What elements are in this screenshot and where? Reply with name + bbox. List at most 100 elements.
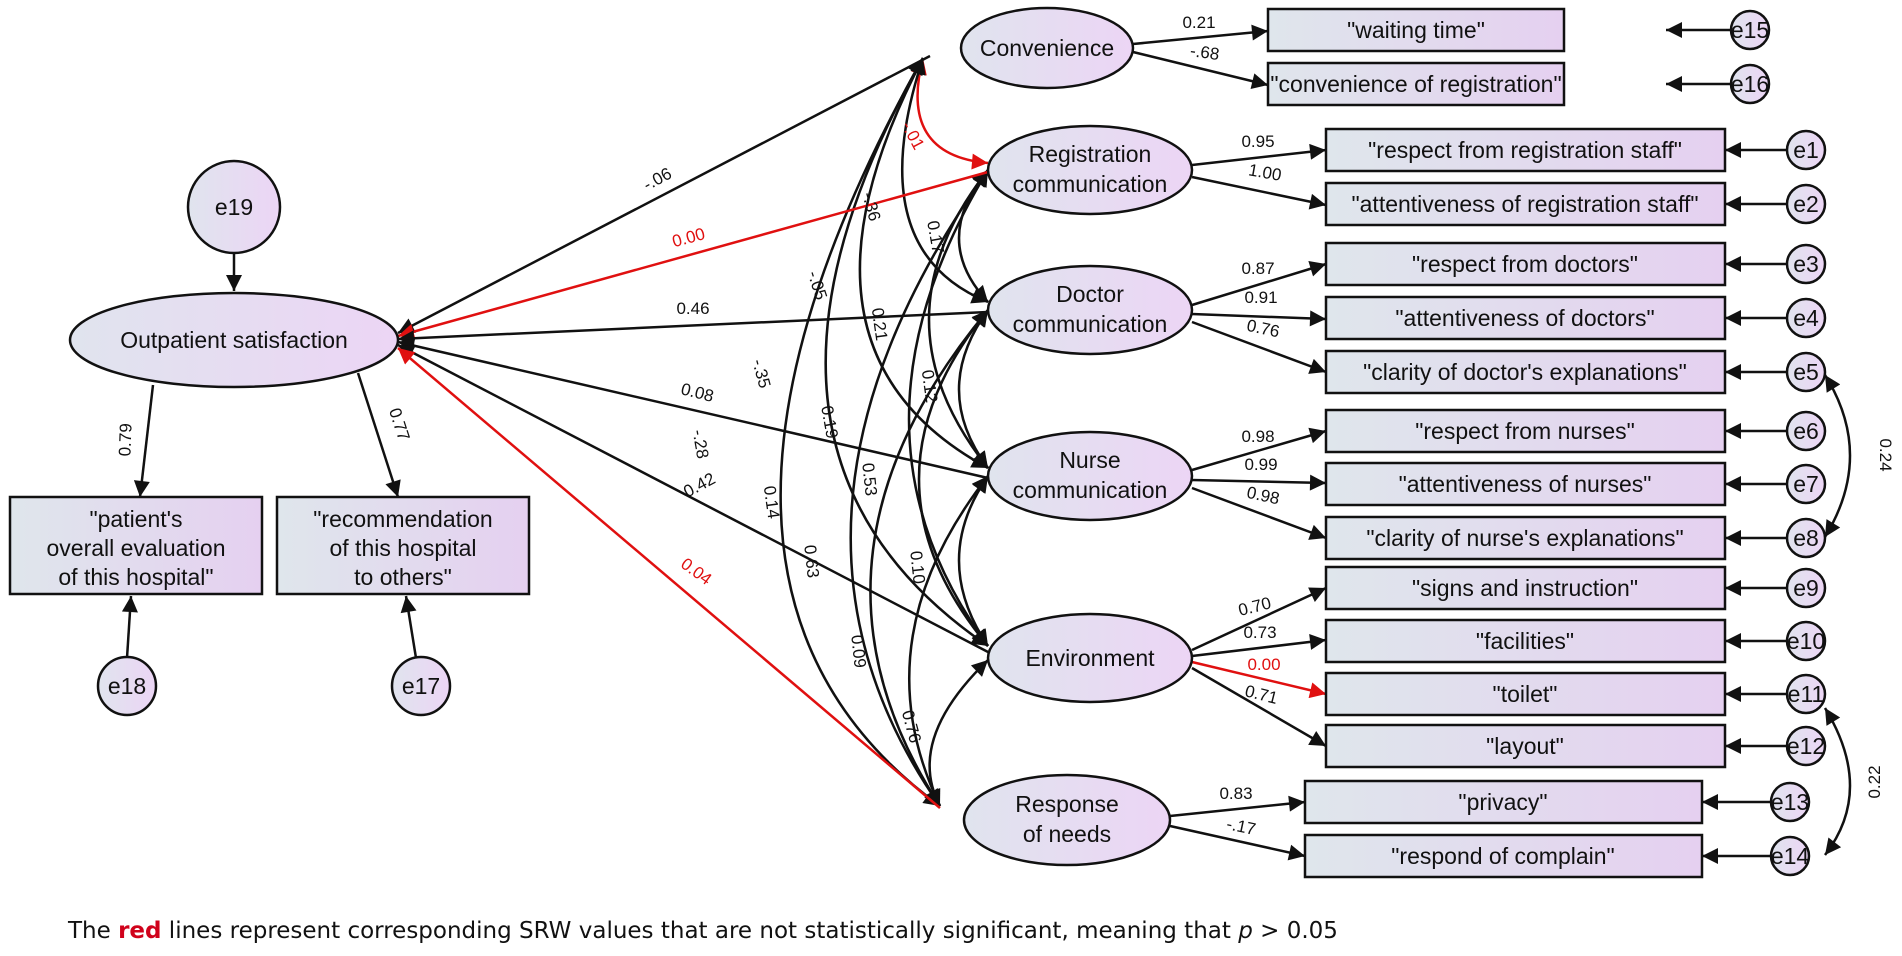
coef-corr-e11-e14: 0.22 (1865, 765, 1884, 798)
box-waiting (1266, 7, 1566, 53)
coef-corr-reg-env: 0.19 (817, 404, 841, 440)
indicator-att-doc-label: "attentiveness of doctors" (1395, 305, 1654, 331)
indicator-clar-nur-label: "clarity of nurse's explanations" (1366, 525, 1683, 551)
load-waiting (1132, 24, 1269, 46)
error-e19-label: e19 (215, 194, 253, 220)
coef-load-clar-nur: 0.98 (1245, 483, 1281, 508)
error-e4 (1785, 297, 1827, 339)
indicator-recommend-label-2: of this hospital (329, 535, 476, 561)
load-att-nur (1191, 474, 1327, 491)
load-toilet (1191, 660, 1327, 699)
coef-conv-out: -.06 (640, 164, 675, 195)
indicator-toilet-label: "toilet" (1493, 681, 1558, 707)
coef-load-resp-doc: 0.87 (1241, 259, 1274, 278)
load-clar-doc (1191, 320, 1327, 374)
corr-nur-env (957, 475, 990, 647)
coef-load-privacy: 0.83 (1219, 784, 1252, 803)
box-clar-doc (1324, 349, 1727, 395)
latent-nurse (986, 430, 1194, 522)
error-e7 (1785, 463, 1827, 505)
box-overall (8, 495, 264, 596)
path-e17-recommend (400, 595, 418, 659)
coef-corr-conv-nur: -.05 (804, 268, 831, 302)
latent-convenience-label: Convenience (980, 35, 1114, 61)
error-e3 (1785, 243, 1827, 285)
load-conv-reg (1132, 50, 1269, 89)
error-e7-label: e7 (1793, 471, 1819, 497)
footnote-p: p (1238, 918, 1253, 944)
load-clar-nur (1191, 486, 1327, 540)
indicator-layout-label: "layout" (1486, 733, 1564, 759)
corr-conv-nur (858, 57, 989, 470)
coef-corr-conv-env: -.35 (748, 357, 774, 390)
indicator-att-reg-label: "attentiveness of registration staff" (1351, 191, 1698, 217)
indicator-recommend-label-1: "recommendation (313, 506, 492, 532)
error-e14 (1769, 835, 1811, 877)
box-toilet (1324, 671, 1727, 717)
coef-doc-out: 0.46 (676, 299, 709, 318)
corr-doc-resp (869, 309, 989, 807)
indicator-overall-label-1: "patient's (89, 506, 182, 532)
box-att-reg (1324, 181, 1727, 227)
error-e12-label: e12 (1787, 733, 1825, 759)
coef-load-facilities: 0.73 (1243, 623, 1276, 642)
load-resp-doc (1191, 261, 1327, 307)
box-att-nur (1324, 461, 1727, 507)
box-att-doc (1324, 295, 1727, 341)
coef-corr-doc-resp: 0.63 (800, 544, 822, 579)
error-e2-label: e2 (1793, 191, 1819, 217)
indicator-facilities-label: "facilities" (1476, 628, 1574, 654)
latent-doctor-label-1: Doctor (1056, 281, 1124, 307)
latent-response-label-2: of needs (1023, 821, 1111, 847)
box-resp-reg (1324, 127, 1727, 173)
coef-resp-out: 0.04 (677, 554, 715, 589)
indicator-resp-reg-label: "respect from registration staff" (1368, 137, 1682, 163)
error-e15-label: e15 (1731, 17, 1769, 43)
indicator-waiting-label: "waiting time" (1347, 17, 1485, 43)
load-layout (1191, 666, 1327, 748)
corr-env-resp (925, 659, 989, 807)
box-resp-doc (1324, 241, 1727, 287)
corr-e5-e8 (1823, 374, 1852, 538)
coef-corr-env-resp: 0.76 (898, 708, 925, 745)
error-e19 (186, 159, 282, 255)
latent-response-label-1: Response (1015, 791, 1119, 817)
indicator-signs-label: "signs and instruction" (1412, 575, 1638, 601)
error-e4-label: e4 (1793, 305, 1819, 331)
indicator-privacy-label: "privacy" (1458, 789, 1547, 815)
box-conv-reg (1266, 61, 1566, 107)
coef-load-att-reg: 1.00 (1247, 160, 1283, 184)
coef-load-conv-reg: -.68 (1189, 41, 1221, 64)
coef-corr-doc-env: 0.53 (858, 462, 880, 497)
load-privacy (1169, 795, 1306, 818)
coef-load-resp-reg: 0.95 (1241, 132, 1274, 151)
footnote-red-word: red (118, 918, 162, 944)
corr-conv-reg (911, 57, 989, 170)
path-doc-out (397, 310, 989, 347)
error-e8-label: e8 (1793, 525, 1819, 551)
coef-load-layout: 0.71 (1243, 681, 1280, 707)
corr-doc-env (917, 309, 989, 647)
coef-env-out: 0.42 (680, 469, 718, 501)
box-complain (1303, 833, 1704, 879)
coef-corr-doc-nur: 0.12 (918, 369, 941, 404)
coef-corr-reg-resp: 0.14 (760, 485, 783, 520)
box-clar-nur (1324, 515, 1727, 561)
load-complain (1169, 824, 1306, 861)
error-e9-label: e9 (1793, 575, 1819, 601)
indicator-overall-label-2: overall evaluation (46, 535, 225, 561)
path-out-recommend (356, 372, 401, 498)
error-e18 (96, 655, 158, 717)
error-e13 (1769, 781, 1811, 823)
error-e5 (1785, 351, 1827, 393)
error-e17 (390, 655, 452, 717)
indicator-conv-reg-label: "convenience of registration" (1270, 71, 1561, 97)
latent-nurse-label-1: Nurse (1059, 447, 1120, 473)
latent-outpatient (68, 291, 400, 389)
latent-environment-label: Environment (1025, 645, 1155, 671)
error-e3-label: e3 (1793, 251, 1819, 277)
indicator-att-nur-label: "attentiveness of nurses" (1399, 471, 1652, 497)
indicator-complain-label: "respond of complain" (1391, 843, 1614, 869)
corr-doc-nur (957, 309, 990, 469)
